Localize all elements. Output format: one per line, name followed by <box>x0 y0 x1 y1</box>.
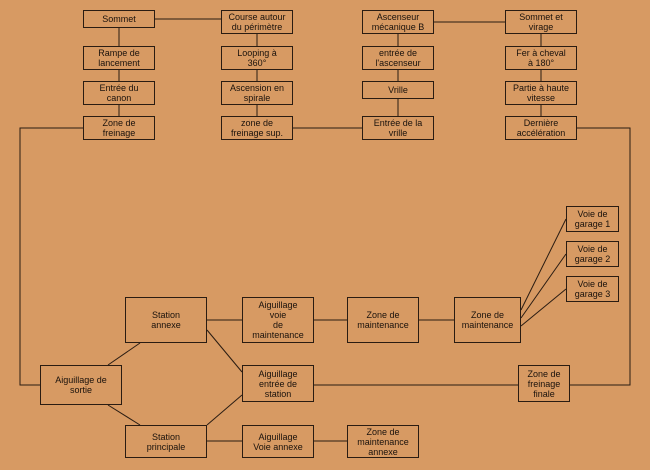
node-voie-garage-3: Voie de garage 3 <box>566 276 619 302</box>
node-zone-freinage-finale: Zone de freinage finale <box>518 365 570 402</box>
node-partie-haute-vitesse: Partie à haute vitesse <box>505 81 577 105</box>
connector-line <box>206 329 243 373</box>
connector-line <box>570 127 631 386</box>
connector-line <box>520 288 567 327</box>
node-zone-freinage: Zone de freinage <box>83 116 155 140</box>
node-course-perimetre: Course autour du périmètre <box>221 10 293 34</box>
node-entree-vrille: Entrée de la vrille <box>362 116 434 140</box>
node-zone-maintenance-annexe: Zone de maintenance annexe <box>347 425 419 458</box>
node-zone-maintenance-1: Zone de maintenance <box>347 297 419 343</box>
connector-line <box>520 253 567 319</box>
connector-line <box>107 404 141 426</box>
node-zone-freinage-sup: zone de freinage sup. <box>221 116 293 140</box>
node-rampe-lancement: Rampe de lancement <box>83 46 155 70</box>
node-station-annexe: Station annexe <box>125 297 207 343</box>
connector-line <box>206 394 243 426</box>
connector-line <box>19 127 83 386</box>
node-entree-ascenseur: entrée de l'ascenseur <box>362 46 434 70</box>
node-ascension-spirale: Ascension en spirale <box>221 81 293 105</box>
node-aiguillage-voie-maintenance: Aiguillage voie de maintenance <box>242 297 314 343</box>
node-voie-garage-1: Voie de garage 1 <box>566 206 619 232</box>
node-sommet-virage: Sommet et virage <box>505 10 577 34</box>
node-voie-garage-2: Voie de garage 2 <box>566 241 619 267</box>
node-zone-maintenance-2: Zone de maintenance <box>454 297 521 343</box>
connector-line <box>520 218 567 311</box>
connector-line <box>107 342 141 366</box>
node-vrille: Vrille <box>362 81 434 99</box>
node-aiguillage-sortie: Aiguillage de sortie <box>40 365 122 405</box>
node-looping: Looping à 360° <box>221 46 293 70</box>
node-fer-cheval: Fer à cheval à 180° <box>505 46 577 70</box>
node-entree-canon: Entrée du canon <box>83 81 155 105</box>
node-derniere-acceleration: Dernière accélération <box>505 116 577 140</box>
node-station-principale: Station principale <box>125 425 207 458</box>
node-aiguillage-voie-annexe: Aiguillage Voie annexe <box>242 425 314 458</box>
node-sommet: Sommet <box>83 10 155 28</box>
node-ascenseur-b: Ascenseur mécanique B <box>362 10 434 34</box>
node-aiguillage-entree-station: Aiguillage entrée de station <box>242 365 314 402</box>
